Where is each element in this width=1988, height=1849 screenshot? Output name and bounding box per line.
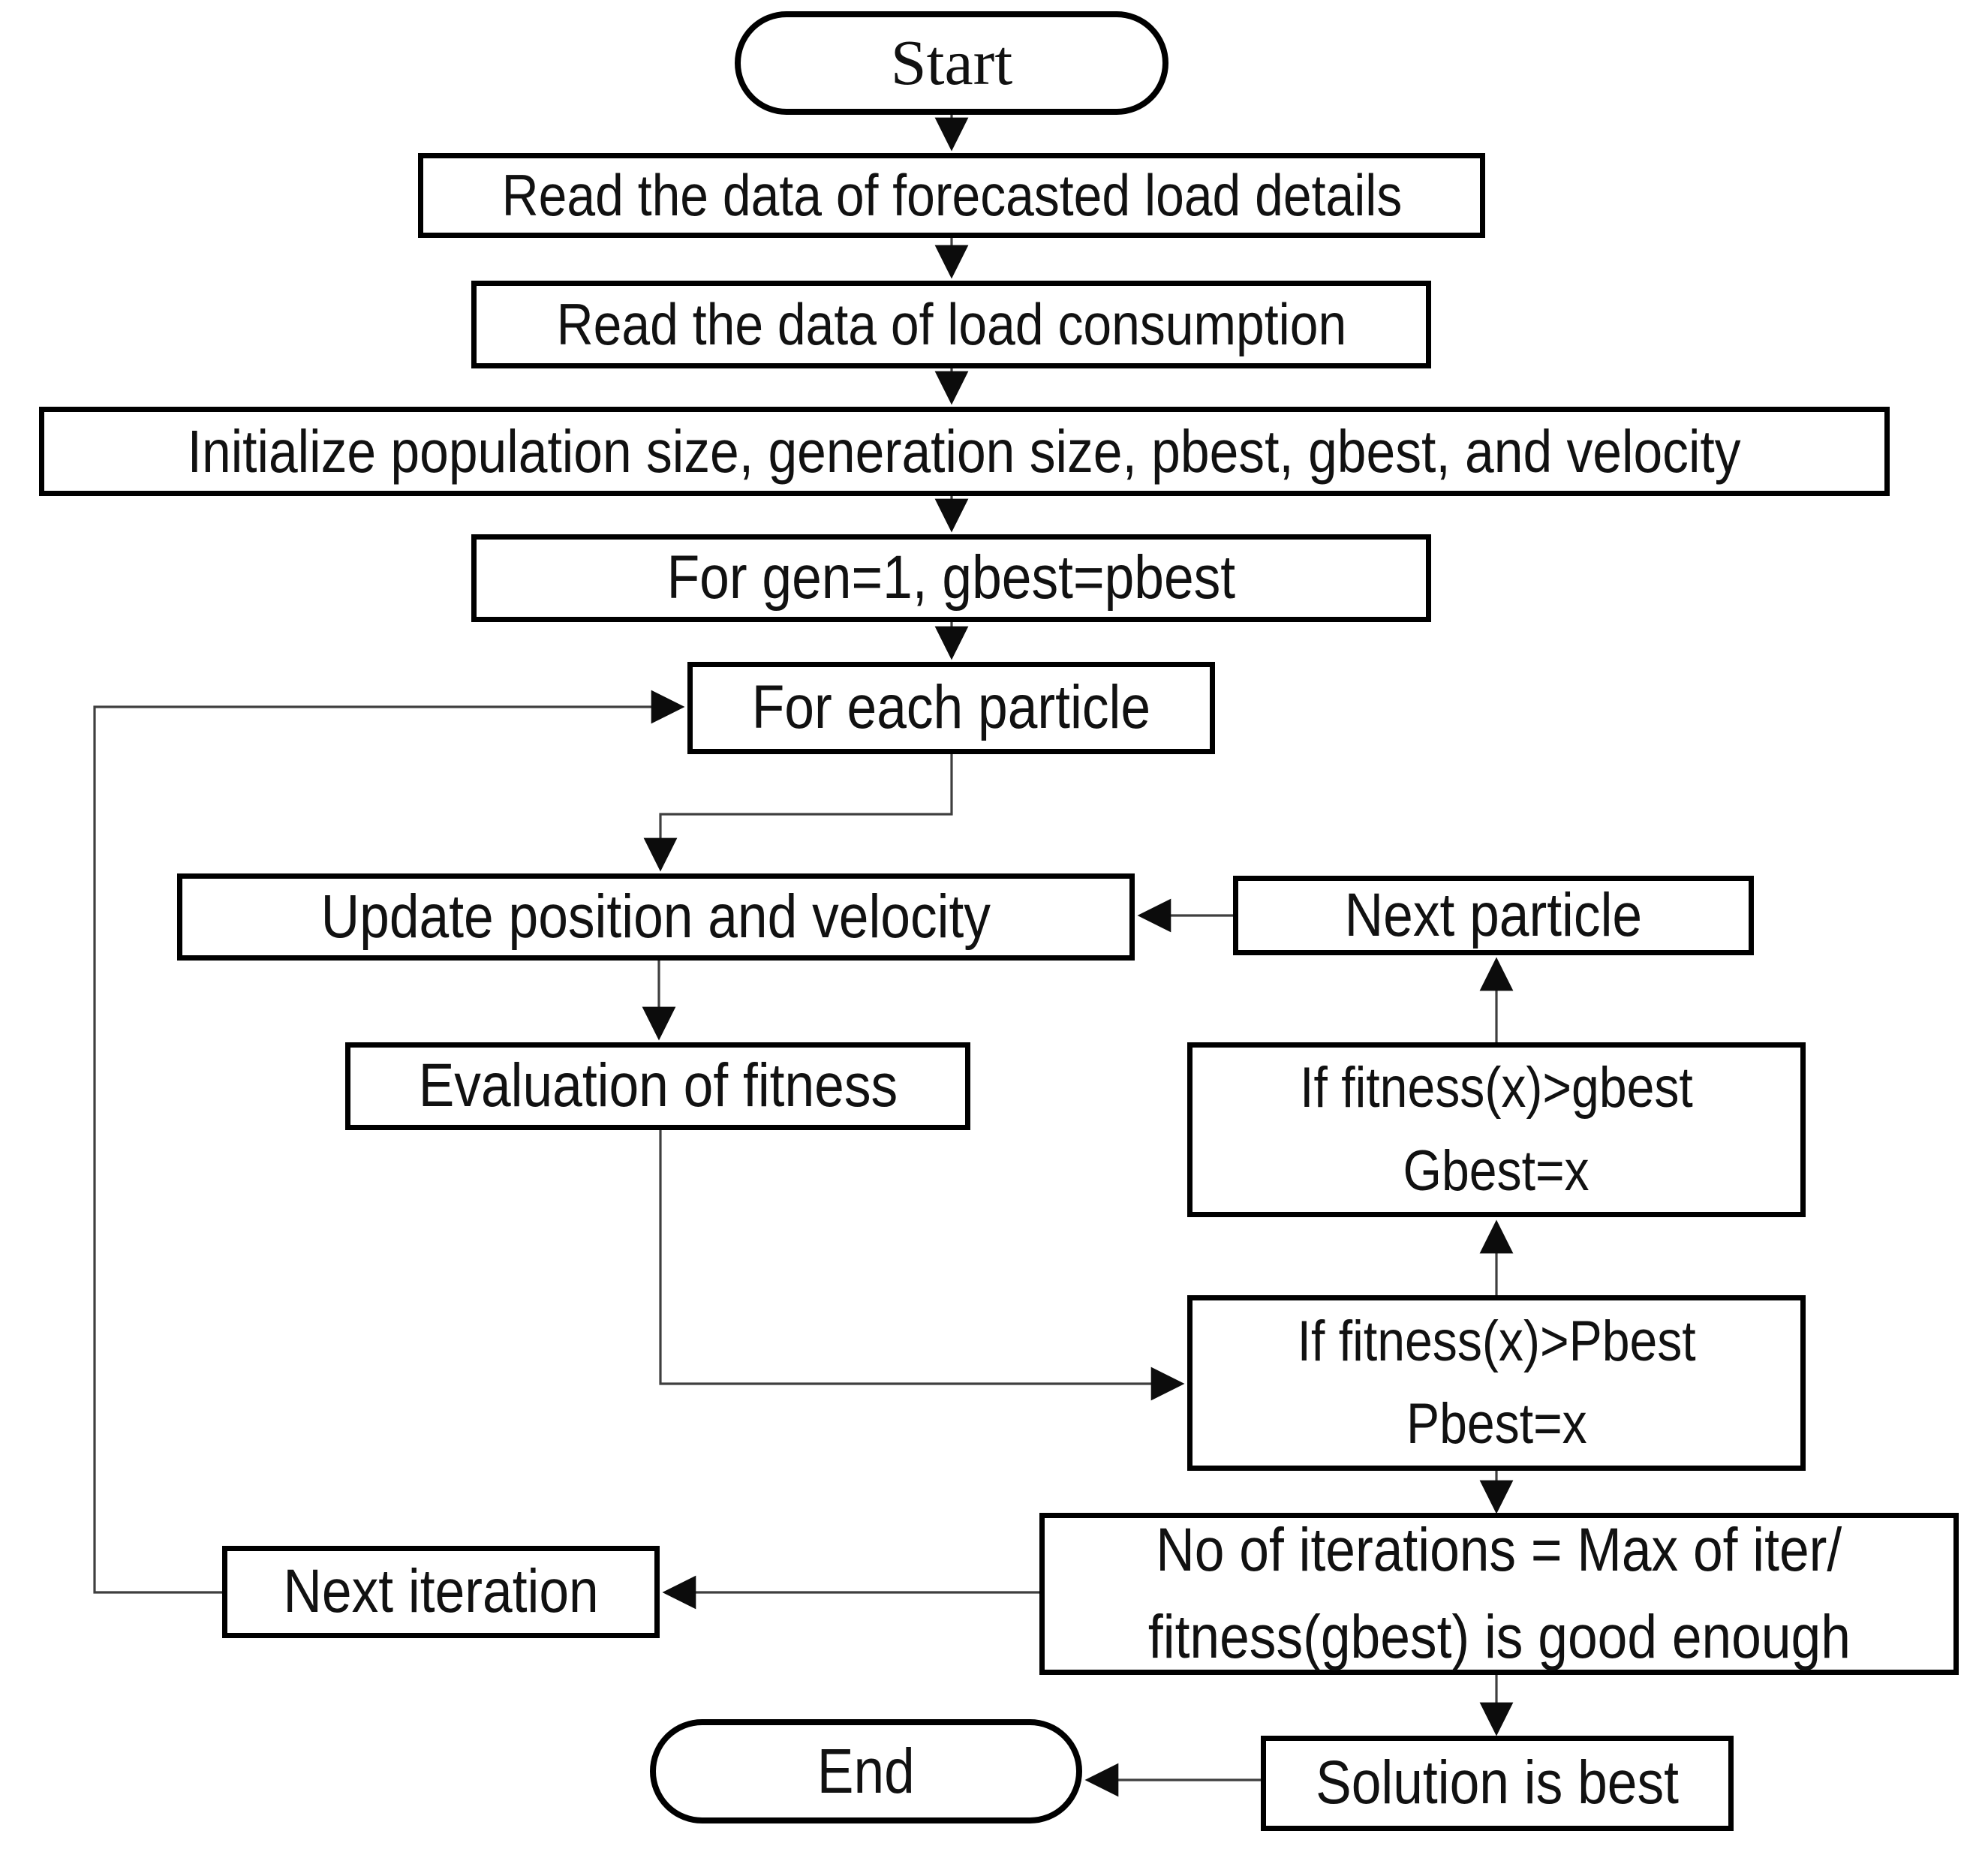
node-iterations-check-label-line2: fitness(gbest) is good enough bbox=[1147, 1603, 1851, 1671]
node-initialize-label: Initialize population size, generation s… bbox=[188, 417, 1741, 485]
node-read-forecasted-label: Read the data of forecasted load details bbox=[501, 161, 1402, 228]
node-for-each-particle: For each particle bbox=[687, 662, 1215, 754]
node-for-gen-label: For gen=1, gbest=pbest bbox=[666, 543, 1236, 612]
node-solution-best-label: Solution is best bbox=[1316, 1748, 1679, 1817]
node-if-pbest-label-line1: If fitness(x)>Pbest bbox=[1297, 1309, 1696, 1373]
edge-next-iteration-to-for-each-particle bbox=[93, 690, 685, 1594]
node-start-label: Start bbox=[890, 26, 1013, 99]
node-iterations-check: No of iterations = Max of iter/ fitness(… bbox=[1039, 1513, 1959, 1675]
node-read-forecasted: Read the data of forecasted load details bbox=[418, 153, 1485, 238]
node-read-consumption: Read the data of load consumption bbox=[471, 281, 1431, 368]
node-read-consumption-label: Read the data of load consumption bbox=[556, 290, 1346, 357]
node-update-position-label: Update position and velocity bbox=[320, 882, 991, 951]
node-for-each-particle-label: For each particle bbox=[751, 673, 1151, 742]
edge-for-each-particle-to-update-position bbox=[643, 754, 953, 872]
node-start: Start bbox=[735, 11, 1168, 115]
node-next-iteration-label: Next iteration bbox=[283, 1557, 599, 1626]
node-evaluation-fitness-label: Evaluation of fitness bbox=[418, 1051, 898, 1120]
node-next-particle-label: Next particle bbox=[1344, 880, 1643, 949]
node-update-position: Update position and velocity bbox=[177, 873, 1135, 961]
node-for-gen: For gen=1, gbest=pbest bbox=[471, 534, 1431, 622]
node-next-particle: Next particle bbox=[1233, 876, 1754, 955]
node-iterations-check-label-line1: No of iterations = Max of iter/ bbox=[1156, 1515, 1842, 1584]
node-solution-best: Solution is best bbox=[1261, 1736, 1734, 1831]
node-evaluation-fitness: Evaluation of fitness bbox=[345, 1042, 970, 1130]
node-end: End bbox=[650, 1719, 1082, 1823]
node-end-label: End bbox=[817, 1736, 916, 1806]
node-if-pbest: If fitness(x)>Pbest Pbest=x bbox=[1187, 1295, 1806, 1471]
node-next-iteration: Next iteration bbox=[222, 1546, 660, 1638]
node-if-gbest: If fitness(x)>gbest Gbest=x bbox=[1187, 1042, 1806, 1217]
node-if-pbest-label-line2: Pbest=x bbox=[1406, 1392, 1587, 1456]
node-initialize: Initialize population size, generation s… bbox=[39, 407, 1890, 496]
node-if-gbest-label-line2: Gbest=x bbox=[1403, 1138, 1590, 1203]
node-if-gbest-label-line1: If fitness(x)>gbest bbox=[1300, 1056, 1693, 1120]
edge-evaluation-fitness-to-if-pbest bbox=[659, 1130, 1185, 1401]
